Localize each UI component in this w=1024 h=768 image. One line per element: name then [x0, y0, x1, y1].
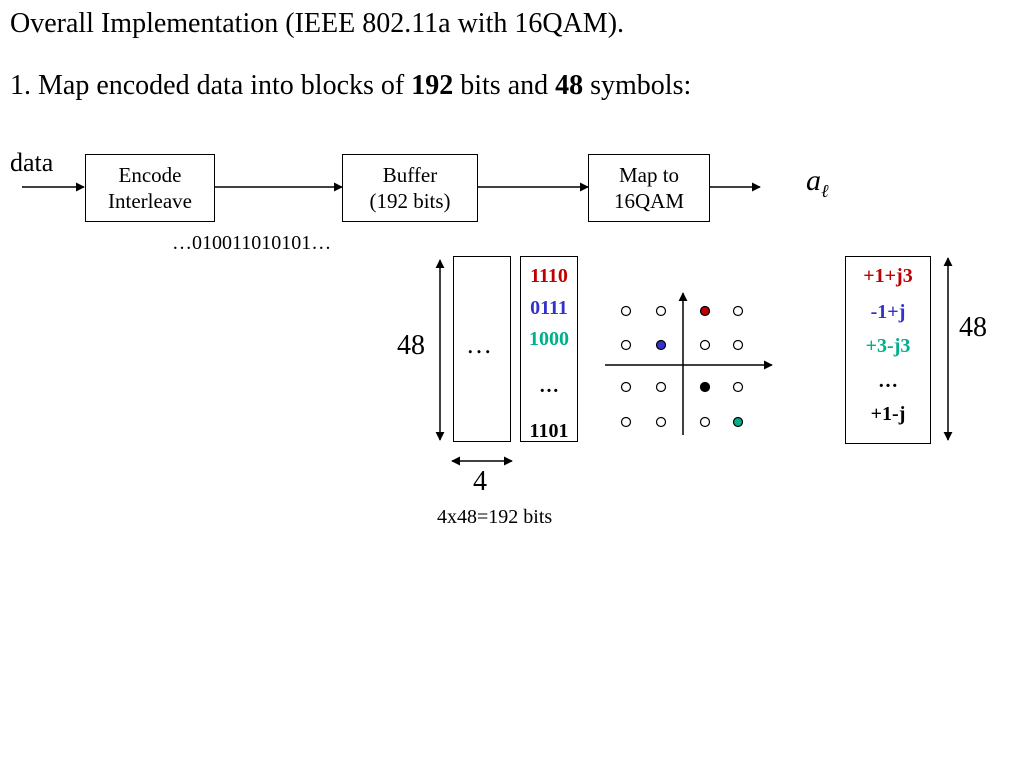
step-heading: 1. Map encoded data into blocks of 192 b… — [10, 70, 691, 102]
bit-group-3: 1000 — [529, 328, 569, 350]
bit-block-rect — [453, 256, 511, 442]
constellation-point — [732, 339, 744, 351]
bit-group-ellipsis: … — [539, 375, 559, 397]
constellation-point-selected — [655, 339, 667, 351]
input-data-label: data — [10, 148, 54, 177]
symbol-column: +1+j3 -1+j +3-j3 … +1-j — [845, 256, 931, 444]
rows-count-label: 48 — [397, 330, 425, 361]
constellation-point-selected — [699, 305, 711, 317]
width-label: 4 — [473, 466, 487, 497]
map-16qam-box: Map to 16QAM — [588, 154, 710, 222]
symbol-3: +3-j3 — [865, 335, 911, 357]
constellation-point — [620, 381, 632, 393]
bit-group-2: 0111 — [530, 297, 568, 319]
total-bits-label: 4x48=192 bits — [437, 506, 553, 528]
constellation-point — [732, 381, 744, 393]
buffer-box: Buffer (192 bits) — [342, 154, 478, 222]
step-bits-count: 192 — [411, 70, 454, 101]
constellation-point — [732, 305, 744, 317]
buffer-size-label: (192 bits) — [369, 189, 451, 213]
bit-column: 1110 0111 1000 … 1101 — [520, 256, 578, 442]
step-prefix: 1. Map encoded data into blocks of — [10, 70, 412, 101]
interleave-label: Interleave — [108, 189, 192, 213]
map-to-label: Map to — [618, 163, 680, 187]
constellation-point — [620, 416, 632, 428]
bitstream-label: …010011010101… — [172, 232, 332, 254]
constellation-point — [655, 416, 667, 428]
step-suffix: symbols: — [583, 70, 692, 101]
step-symbols-count: 48 — [555, 70, 584, 101]
step-middle: bits and — [453, 70, 556, 101]
output-symbol-subscript: ℓ — [821, 181, 829, 201]
symbols-count-label: 48 — [959, 312, 987, 343]
constellation-point — [655, 381, 667, 393]
symbol-ellipsis: … — [878, 370, 898, 392]
symbol-last: +1-j — [870, 403, 906, 425]
constellation-point — [699, 339, 711, 351]
constellation-points — [620, 305, 744, 428]
constellation-point — [655, 305, 667, 317]
constellation-point — [620, 305, 632, 317]
output-symbol-letter: a — [806, 164, 821, 197]
qam-label: 16QAM — [613, 189, 684, 213]
encode-interleave-box: Encode Interleave — [85, 154, 215, 222]
symbol-1: +1+j3 — [863, 265, 913, 287]
slide-title: Overall Implementation (IEEE 802.11a wit… — [10, 8, 625, 39]
constellation-point-selected — [732, 416, 744, 428]
bit-group-last: 1101 — [529, 420, 569, 442]
buffer-label: Buffer — [382, 163, 438, 187]
constellation-point — [699, 416, 711, 428]
symbol-2: -1+j — [870, 301, 906, 323]
encode-label: Encode — [118, 163, 182, 187]
output-symbol: aℓ — [806, 164, 829, 202]
bit-group-1: 1110 — [530, 265, 568, 287]
bit-block-ellipsis: … — [466, 330, 492, 359]
constellation-point — [620, 339, 632, 351]
constellation-point-selected — [699, 381, 711, 393]
